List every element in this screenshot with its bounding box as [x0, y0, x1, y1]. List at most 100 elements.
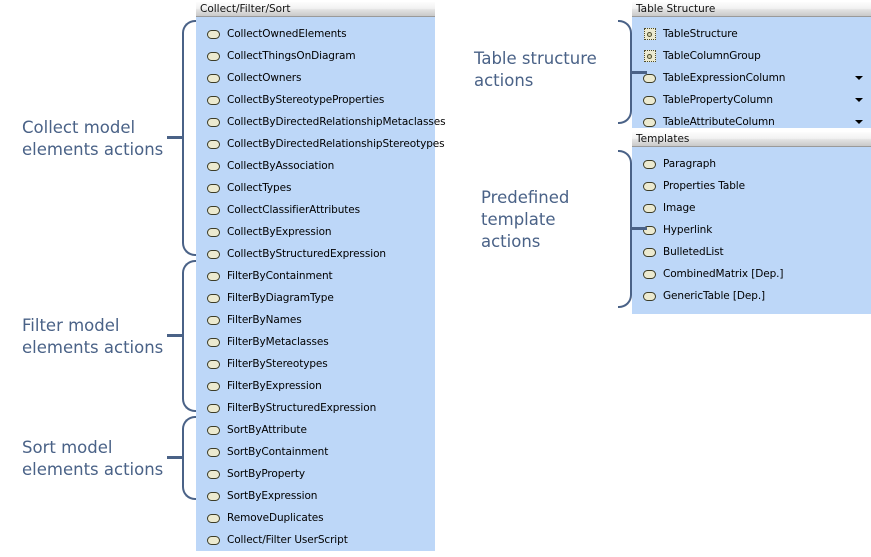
- palette-item-label: TablePropertyColumn: [663, 94, 773, 106]
- palette-item-label: FilterByMetaclasses: [227, 336, 329, 348]
- palette-item[interactable]: FilterByStereotypes: [196, 353, 435, 375]
- palette-item[interactable]: CollectByExpression: [196, 221, 435, 243]
- palette-item-label: TableAttributeColumn: [663, 116, 775, 128]
- palette-item-label: Properties Table: [663, 180, 745, 192]
- palette-item[interactable]: CollectClassifierAttributes: [196, 199, 435, 221]
- palette-item-label: CombinedMatrix [Dep.]: [663, 268, 784, 280]
- palette-item[interactable]: CollectByStereotypeProperties: [196, 89, 435, 111]
- palette-item[interactable]: FilterByDiagramType: [196, 287, 435, 309]
- palette-item[interactable]: CombinedMatrix [Dep.]: [632, 263, 871, 285]
- brace-tick: [167, 136, 182, 139]
- rounded-rect-icon: [206, 115, 221, 130]
- palette-item[interactable]: FilterByExpression: [196, 375, 435, 397]
- palette-item-label: FilterByExpression: [227, 380, 322, 392]
- rounded-rect-icon: [206, 71, 221, 86]
- rounded-rect-icon: [206, 467, 221, 482]
- palette-item[interactable]: FilterByMetaclasses: [196, 331, 435, 353]
- palette-item-label: CollectByStereotypeProperties: [227, 94, 385, 106]
- chevron-down-icon[interactable]: [855, 120, 863, 124]
- palette-item-label: CollectClassifierAttributes: [227, 204, 361, 216]
- rounded-rect-icon: [206, 93, 221, 108]
- palette-item[interactable]: CollectThingsOnDiagram: [196, 45, 435, 67]
- palette-item-label: TableExpressionColumn: [663, 72, 786, 84]
- palette-item[interactable]: CollectByDirectedRelationshipStereotypes: [196, 133, 445, 155]
- brace-filter-model-elements: [167, 260, 196, 412]
- panel-header-templates[interactable]: Templates: [632, 132, 871, 147]
- rounded-rect-icon: [206, 225, 221, 240]
- palette-item[interactable]: SortByProperty: [196, 463, 435, 485]
- palette-item[interactable]: FilterByStructuredExpression: [196, 397, 435, 419]
- annotation-line: actions: [481, 232, 541, 251]
- palette-item[interactable]: FilterByNames: [196, 309, 435, 331]
- brace-table-structure-actions: [618, 20, 647, 124]
- palette-item[interactable]: RemoveDuplicates: [196, 507, 435, 529]
- palette-item[interactable]: Image: [632, 197, 871, 219]
- palette-item-label: FilterByNames: [227, 314, 302, 326]
- annotation-predefined-template-actions: Predefined template actions: [481, 187, 621, 253]
- brace-arc: [182, 260, 196, 412]
- rounded-rect-icon: [206, 291, 221, 306]
- palette-item[interactable]: Hyperlink: [632, 219, 871, 241]
- palette-item[interactable]: SortByAttribute: [196, 419, 435, 441]
- palette-item[interactable]: FilterByContainment: [196, 265, 435, 287]
- palette-item-label: RemoveDuplicates: [227, 512, 324, 524]
- annotation-line: Sort model: [22, 438, 113, 457]
- palette-item[interactable]: SortByExpression: [196, 485, 435, 507]
- palette-item[interactable]: Properties Table: [632, 175, 871, 197]
- palette-item-label: CollectByDirectedRelationshipStereotypes: [227, 138, 445, 150]
- palette-item[interactable]: Paragraph: [632, 153, 871, 175]
- palette-item[interactable]: Collect/Filter UserScript: [196, 529, 435, 551]
- annotation-line: elements actions: [22, 140, 164, 159]
- brace-sort-model-elements: [167, 416, 196, 500]
- annotation-line: Predefined: [481, 188, 570, 207]
- chevron-down-icon[interactable]: [855, 76, 863, 80]
- palette-item[interactable]: CollectByStructuredExpression: [196, 243, 435, 265]
- palette-item[interactable]: CollectOwnedElements: [196, 23, 435, 45]
- palette-item-label: SortByProperty: [227, 468, 305, 480]
- annotation-filter-model-elements: Filter model elements actions: [22, 315, 172, 359]
- palette-item-label: FilterByContainment: [227, 270, 333, 282]
- palette-item[interactable]: TableExpressionColumn: [632, 67, 871, 89]
- palette-item[interactable]: TableAttributeColumn: [632, 111, 871, 133]
- palette-item-label: CollectByAssociation: [227, 160, 335, 172]
- palette-item-label: CollectByStructuredExpression: [227, 248, 386, 260]
- palette-item[interactable]: CollectTypes: [196, 177, 435, 199]
- palette-item-label: SortByAttribute: [227, 424, 307, 436]
- panel-header-collect-filter-sort[interactable]: Collect/Filter/Sort: [196, 2, 435, 17]
- rounded-rect-icon: [206, 203, 221, 218]
- annotation-line: elements actions: [22, 460, 164, 479]
- rounded-rect-icon: [206, 423, 221, 438]
- palette-item-label: Paragraph: [663, 158, 716, 170]
- chevron-down-icon[interactable]: [855, 98, 863, 102]
- palette-item-label: BulletedList: [663, 246, 724, 258]
- palette-item-label: Hyperlink: [663, 224, 713, 236]
- palette-item[interactable]: GenericTable [Dep.]: [632, 285, 871, 307]
- palette-item[interactable]: BulletedList: [632, 241, 871, 263]
- brace-predefined-template-actions: [618, 150, 647, 308]
- panel-header-table-structure[interactable]: Table Structure: [632, 2, 871, 17]
- rounded-rect-icon: [642, 179, 657, 194]
- rounded-rect-icon: [642, 267, 657, 282]
- rounded-rect-icon: [206, 357, 221, 372]
- palette-item-label: CollectOwnedElements: [227, 28, 347, 40]
- brace-arc: [182, 20, 196, 256]
- rounded-rect-icon: [206, 137, 221, 152]
- palette-item[interactable]: SortByContainment: [196, 441, 435, 463]
- rounded-rect-icon: [206, 445, 221, 460]
- annotation-line: elements actions: [22, 338, 164, 357]
- palette-item[interactable]: CollectByDirectedRelationshipMetaclasses: [196, 111, 446, 133]
- palette-panel-collect-filter-sort: Collect/Filter/Sort CollectOwnedElements…: [196, 2, 446, 551]
- palette-item[interactable]: CollectOwners: [196, 67, 435, 89]
- brace-collect-model-elements: [167, 20, 196, 256]
- palette-item[interactable]: CollectByAssociation: [196, 155, 435, 177]
- rounded-rect-icon: [642, 289, 657, 304]
- palette-item[interactable]: TablePropertyColumn: [632, 89, 871, 111]
- rounded-rect-icon: [206, 27, 221, 42]
- palette-item-label: SortByExpression: [227, 490, 318, 502]
- palette-item-label: Collect/Filter UserScript: [227, 534, 348, 546]
- rounded-rect-icon: [206, 313, 221, 328]
- palette-item[interactable]: TableColumnGroup: [632, 45, 871, 67]
- palette-item[interactable]: TableStructure: [632, 23, 871, 45]
- annotation-line: template: [481, 210, 556, 229]
